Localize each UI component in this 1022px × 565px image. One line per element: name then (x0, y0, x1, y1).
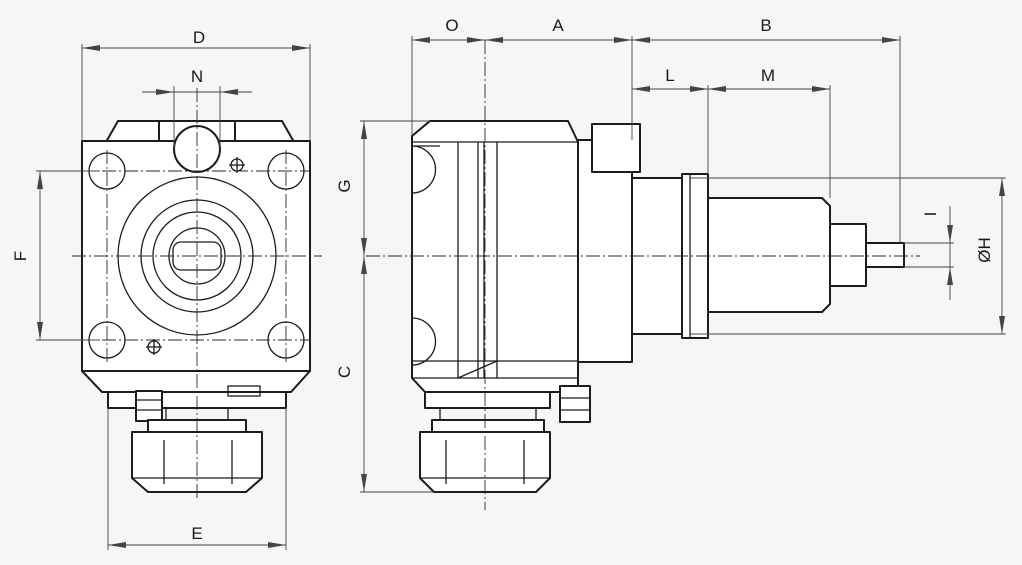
side-spindle-nose (829, 223, 867, 287)
dimension-lines (36, 36, 1006, 550)
side-neck (439, 407, 537, 421)
side-main-body (411, 120, 579, 393)
side-flange (577, 139, 633, 363)
label-F: F (11, 251, 30, 261)
front-coolant-fitting (135, 390, 163, 422)
front-lower-base (81, 370, 311, 393)
side-hole-bottom (411, 317, 437, 366)
side-nut-ring (431, 419, 545, 433)
side-coolant-fitting (559, 385, 591, 423)
side-flange-top-lug (591, 123, 641, 173)
side-hole-top (411, 145, 437, 194)
side-base-plate (424, 391, 551, 409)
label-I: I (921, 212, 940, 217)
front-view (72, 88, 322, 500)
label-M: M (761, 66, 775, 85)
label-B: B (760, 16, 771, 35)
label-N: N (191, 67, 203, 86)
label-G: G (335, 179, 354, 192)
label-A: A (552, 16, 564, 35)
label-D: D (193, 28, 205, 47)
side-spindle-tip (865, 242, 905, 268)
side-spindle-shaft (707, 197, 831, 313)
side-view (366, 40, 920, 510)
label-C: C (335, 366, 354, 378)
front-side-tab (227, 385, 261, 397)
label-H: ØH (975, 237, 994, 263)
dimension-labels: D N F E O A B L M G C I ØH (11, 16, 994, 543)
label-O: O (445, 16, 458, 35)
label-L: L (665, 66, 674, 85)
label-E: E (191, 524, 202, 543)
